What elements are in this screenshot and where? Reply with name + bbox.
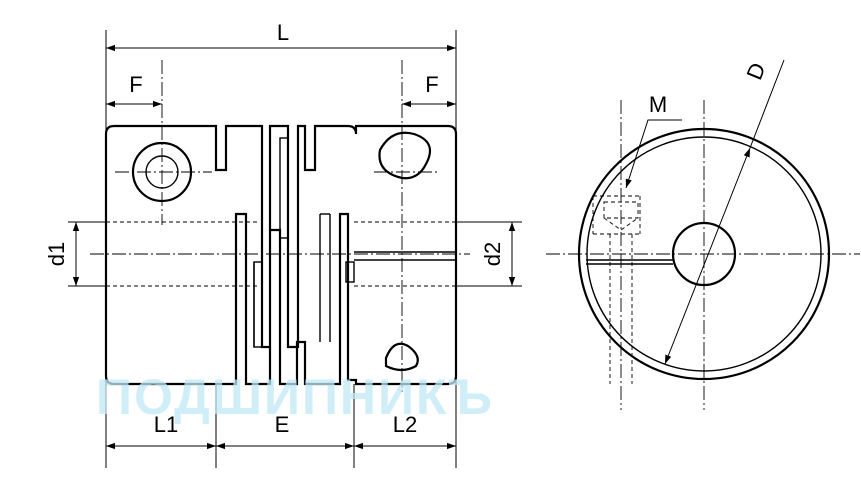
side-view: L F F d1 d2 L1 E L2 (44, 20, 522, 468)
leader-M (625, 119, 682, 189)
coupling-body-outline (104, 124, 458, 386)
end-view: M D (546, 59, 860, 410)
watermark: ПОДШИПНИКЪ (96, 369, 494, 425)
slot-inner-right (345, 261, 355, 283)
dim-D (664, 147, 751, 365)
label-d2: d2 (480, 242, 505, 266)
label-d1: d1 (44, 242, 69, 266)
label-L2: L2 (393, 412, 417, 437)
slot-inner-center (279, 137, 289, 239)
label-L: L (277, 20, 289, 45)
label-F-right: F (425, 72, 438, 97)
right-screw-bottom (384, 342, 419, 372)
label-L1: L1 (154, 412, 178, 437)
label-M: M (649, 92, 667, 117)
label-D: D (741, 59, 770, 83)
slot-inner-left (253, 261, 263, 348)
label-E: E (275, 412, 290, 437)
right-screw-top (378, 131, 432, 180)
label-F-left: F (129, 72, 142, 97)
